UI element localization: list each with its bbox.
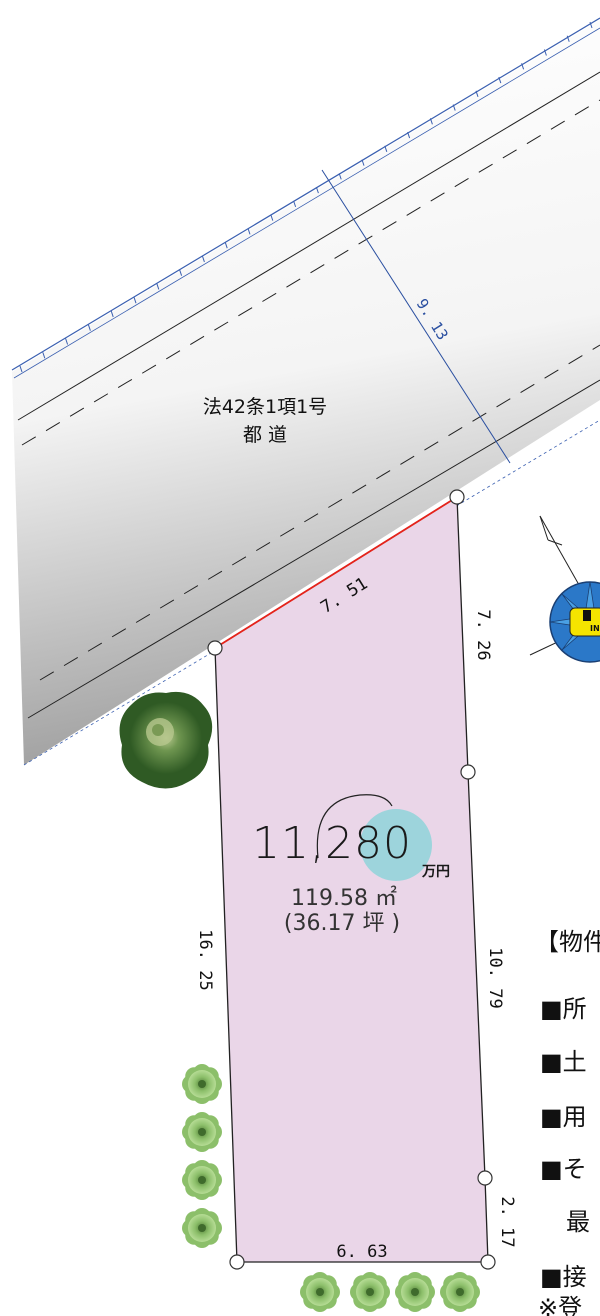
road-upper-edge-inner bbox=[13, 27, 600, 379]
info-row-land: ■土 bbox=[540, 1048, 587, 1076]
road-tick bbox=[498, 76, 502, 84]
lot: 7. 51 7. 26 16. 25 10. 79 2. 17 6. 63 bbox=[195, 489, 517, 1270]
info-heading: 【物件 bbox=[535, 928, 600, 956]
lot-corner-marker bbox=[477, 1170, 493, 1186]
shrub-icon bbox=[300, 1272, 340, 1312]
upper-right-dimension: 7. 26 bbox=[473, 609, 493, 660]
price-unit: 万円 bbox=[421, 864, 450, 880]
shrub-icon bbox=[182, 1208, 222, 1248]
road-lane-dash-lower bbox=[39, 344, 600, 681]
road-width-line bbox=[321, 169, 511, 464]
road-surface bbox=[12, 20, 600, 765]
shrub-group-left bbox=[182, 1064, 222, 1248]
road-curb-line bbox=[17, 71, 600, 421]
road-tick bbox=[65, 338, 69, 345]
road-tick bbox=[338, 173, 342, 180]
road-lower-edge bbox=[23, 419, 600, 766]
road-tick bbox=[19, 365, 23, 373]
area-tsubo: (36.17 坪 ) bbox=[284, 911, 400, 936]
road-classification-label: 法42条1項1号 bbox=[203, 396, 327, 418]
road-tick bbox=[87, 324, 91, 331]
road-tick bbox=[566, 35, 570, 42]
road-tick bbox=[179, 269, 183, 276]
shrub-icon bbox=[395, 1272, 435, 1312]
rear-dimension: 6. 63 bbox=[336, 1242, 387, 1262]
info-note: ※登 bbox=[538, 1294, 582, 1316]
road-tick bbox=[110, 310, 114, 318]
road-tick bbox=[475, 90, 479, 97]
road-tick bbox=[589, 21, 593, 29]
road-tick bbox=[315, 186, 319, 194]
tree-icon bbox=[119, 691, 213, 789]
road-tick bbox=[42, 352, 46, 359]
road-tick bbox=[521, 63, 525, 70]
road-tick bbox=[133, 297, 137, 304]
road-lane-dash-upper bbox=[21, 99, 600, 446]
road-tick bbox=[201, 255, 205, 263]
info-row-access: ■接 bbox=[540, 1263, 587, 1291]
road: 法42条1項1号 都 道 9. 13 bbox=[11, 17, 600, 766]
shrub-icon bbox=[440, 1272, 480, 1312]
frontage-line bbox=[214, 496, 458, 649]
road-tick bbox=[429, 118, 433, 125]
road-tick bbox=[224, 242, 228, 249]
shrub-group-bottom bbox=[300, 1272, 480, 1312]
area-sqm: 119.58 ㎡ bbox=[291, 885, 397, 911]
lot-corner-marker bbox=[229, 1254, 245, 1270]
price-accent-circle bbox=[360, 809, 432, 881]
info-panel: 【物件 ■所 ■土 ■用 ■そ 最 ■接 ※登 bbox=[535, 928, 600, 1316]
road-tick bbox=[156, 283, 160, 290]
lot-corner-marker bbox=[480, 1254, 496, 1270]
compass-badge-text: INBA bbox=[590, 624, 600, 633]
info-row-other-cont: 最 bbox=[566, 1208, 590, 1236]
compass-badge bbox=[569, 607, 600, 637]
info-row-other: ■そ bbox=[540, 1155, 587, 1183]
road-tick bbox=[407, 131, 411, 139]
shrub-icon bbox=[182, 1112, 222, 1152]
road-tick bbox=[293, 200, 297, 208]
road-tick bbox=[270, 214, 274, 221]
lot-corner-marker bbox=[449, 489, 465, 505]
road-type-label: 都 道 bbox=[243, 424, 287, 446]
price-amount: 11,280 bbox=[252, 818, 412, 869]
price-swoosh bbox=[316, 794, 393, 859]
road-tick bbox=[452, 104, 456, 111]
road-upper-edge bbox=[11, 17, 600, 371]
lower-right-dimension: 10. 79 bbox=[485, 947, 505, 1008]
road-tick bbox=[384, 145, 388, 152]
info-row-use: ■用 bbox=[540, 1103, 587, 1131]
shrub-icon bbox=[350, 1272, 390, 1312]
left-side-dimension: 16. 25 bbox=[195, 929, 215, 990]
road-tick bbox=[247, 228, 251, 235]
road-tick-marks bbox=[19, 21, 593, 373]
info-row-location: ■所 bbox=[540, 995, 587, 1023]
shrub-icon bbox=[182, 1160, 222, 1200]
road-tick bbox=[361, 159, 365, 166]
corner-short-dimension: 2. 17 bbox=[497, 1196, 517, 1247]
road-tick bbox=[543, 49, 547, 56]
compass-icon: INBA bbox=[529, 515, 600, 663]
lot-corner-marker bbox=[460, 764, 476, 780]
shrub-icon bbox=[182, 1064, 222, 1104]
lot-corner-marker bbox=[207, 640, 223, 656]
price-badge: 11,280 万円 bbox=[252, 794, 450, 881]
road-lower-curb bbox=[27, 379, 600, 719]
